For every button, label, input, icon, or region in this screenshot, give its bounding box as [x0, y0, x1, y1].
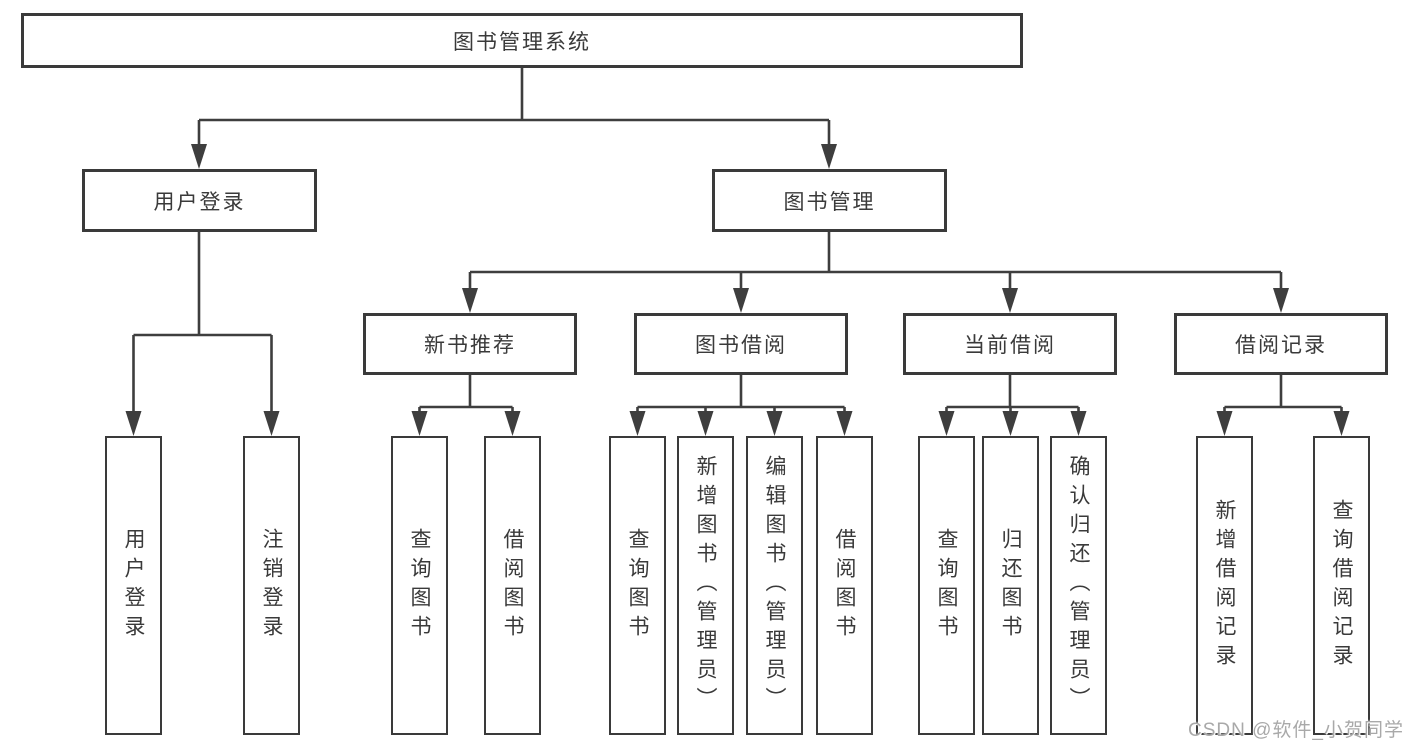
node-borrowing-records: 借阅记录 — [1174, 313, 1388, 375]
leaf-query-books-recommend: 查询图书 — [391, 436, 448, 735]
leaf-add-borrow-record: 新增借阅记录 — [1196, 436, 1253, 735]
leaf-return-books: 归还图书 — [982, 436, 1039, 735]
node-book-management-module: 图书管理 — [712, 169, 947, 232]
leaf-add-books-admin: 新增图书（管理员） — [677, 436, 734, 735]
leaf-query-books-borrow: 查询图书 — [609, 436, 666, 735]
node-book-borrowing: 图书借阅 — [634, 313, 848, 375]
watermark: CSDN @软件_小贺同学 — [1188, 720, 1404, 741]
node-user-login-module: 用户登录 — [82, 169, 317, 232]
leaf-query-books-current: 查询图书 — [918, 436, 975, 735]
leaf-borrow-books-recommend: 借阅图书 — [484, 436, 541, 735]
leaf-logout: 注销登录 — [243, 436, 300, 735]
node-current-borrowing: 当前借阅 — [903, 313, 1117, 375]
leaf-user-login: 用户登录 — [105, 436, 162, 735]
leaf-query-borrow-record: 查询借阅记录 — [1313, 436, 1370, 735]
node-new-book-recommend: 新书推荐 — [363, 313, 577, 375]
leaf-edit-books-admin: 编辑图书（管理员） — [746, 436, 803, 735]
leaf-borrow-books: 借阅图书 — [816, 436, 873, 735]
arrowheads — [125, 144, 1350, 436]
leaf-confirm-return-admin: 确认归还（管理员） — [1050, 436, 1107, 735]
node-library-management-system: 图书管理系统 — [21, 13, 1023, 68]
